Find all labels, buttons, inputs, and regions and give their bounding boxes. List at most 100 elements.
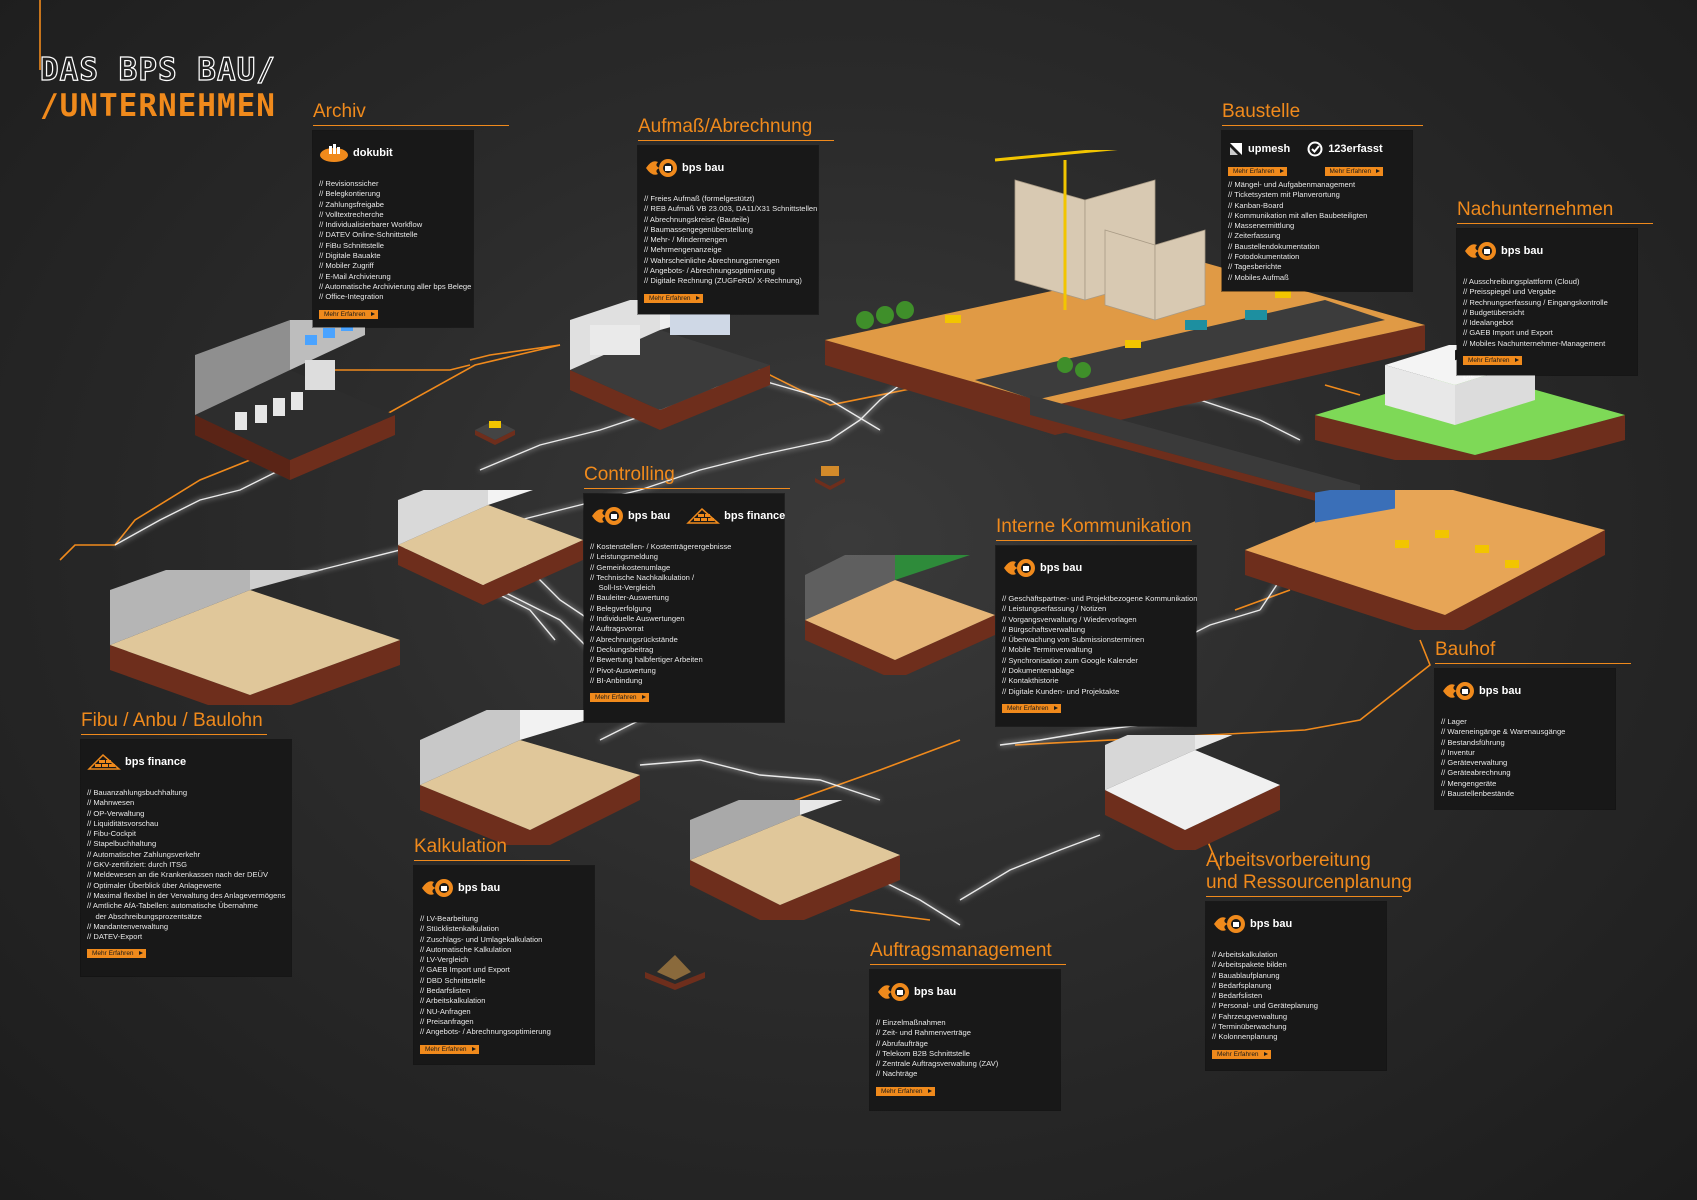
feature-item: // Office-Integration — [319, 292, 384, 302]
feature-item: // Automatische Archivierung aller bps B… — [319, 281, 472, 291]
bps-bau-logo: bps bau — [1212, 913, 1292, 935]
panel-body: bps bau // LV-Bearbeitung // Stücklisten… — [414, 866, 594, 1064]
aufmass-scene — [570, 300, 770, 430]
logo-row: dokubit — [313, 131, 473, 175]
feature-item: // LV-Bearbeitung — [420, 914, 479, 923]
feature-item: // Amtliche AfA-Tabellen: automatische Ü… — [87, 901, 258, 911]
feature-item: // Arbeitskalkulation — [420, 996, 486, 1006]
page-title: DAS BPS BAU/ /UNTERNEHMEN — [39, 51, 276, 124]
bps-finance-logo: bps finance — [87, 753, 186, 771]
feature-item: // Preisspiegel und Vergabe — [1463, 287, 1556, 297]
mehr-erfahren-button[interactable]: Mehr Erfahren — [420, 1044, 479, 1054]
feature-item: // Lager — [1441, 717, 1467, 726]
feature-item: // Baustellendokumentation — [1228, 241, 1320, 251]
feature-item: // Bedarfslisten — [420, 986, 471, 996]
panel-bauhof: Bauhof bps bau // Lager // Wareneingänge… — [1435, 639, 1631, 809]
feature-item: // Mengengeräte — [1441, 778, 1497, 788]
mehr-erfahren-button[interactable]: Mehr Erfahren — [1463, 356, 1522, 366]
panel-nachunternehmen: Nachunternehmen bps bau // Ausschreibung… — [1457, 199, 1653, 375]
feature-item: // Digitale Bauakte — [319, 251, 381, 261]
panel-title: Auftragsmanagement — [870, 940, 1066, 965]
feature-item: // GAEB Import und Export — [1463, 328, 1553, 338]
feature-item: // Vorgangsverwaltung / Wiedervorlagen — [1002, 614, 1137, 624]
feature-item: // Ausschreibungsplattform (Cloud) — [1463, 277, 1580, 286]
panel-title: Aufmaß/Abrechnung — [638, 116, 834, 141]
button-row: Mehr Erfahren Mehr Erfahren — [1222, 167, 1412, 176]
feature-list: // Einzelmaßnahmen // Zeit- und Rahmenve… — [870, 1018, 1060, 1080]
sand-island — [645, 955, 705, 990]
feature-item: // FiBu Schnittstelle — [319, 240, 384, 250]
feature-list: // Mängel- und Aufgabenmanagement // Tic… — [1222, 180, 1412, 283]
logo-row: upmesh 123erfasst — [1222, 131, 1412, 167]
feature-item: // Fotodokumentation — [1228, 252, 1300, 262]
feature-list: // Kostenstellen- / Kostenträgerergebnis… — [584, 542, 784, 686]
panel-baustelle: Baustelle upmesh 123erfasst Mehr Erfahre… — [1222, 101, 1423, 291]
link-line — [320, 364, 471, 371]
feature-item: // Kanban-Board — [1228, 200, 1284, 210]
feature-item: // Mobiles Nachunternehmer-Management — [1463, 338, 1606, 348]
link-line — [59, 344, 561, 561]
panel-body: bps bau // Geschäftspartner- und Projekt… — [996, 546, 1198, 726]
mehr-erfahren-button[interactable]: Mehr Erfahren — [644, 293, 703, 303]
excavator-island — [475, 420, 515, 445]
feature-item: // LV-Vergleich — [420, 955, 469, 965]
panel-body: bps bau // Ausschreibungsplattform (Clou… — [1457, 229, 1637, 375]
link-line — [1234, 589, 1291, 611]
feature-item: // Belegkontierung — [319, 189, 381, 199]
feature-item: // Digitale Kunden- und Projektakte — [1002, 686, 1120, 696]
bps-finance-bricks-icon — [87, 753, 121, 770]
logo-row: bps bau — [1206, 902, 1386, 946]
mehr-erfahren-button[interactable]: Mehr Erfahren — [590, 693, 649, 703]
feature-item: // GAEB Import und Export — [420, 965, 510, 975]
feature-item: // Mobile Terminverwaltung — [1002, 645, 1093, 655]
feature-item: // Leistungsmeldung — [590, 552, 658, 562]
link-line — [739, 359, 931, 406]
feature-list: // Freies Aufmaß (formelgestützt) // REB… — [638, 194, 818, 287]
panel-fibu: Fibu / Anbu / Baulohn bps finance // Bau… — [81, 710, 291, 976]
feature-item: // Meldewesen an die Krankenkassen nach … — [87, 870, 269, 880]
feature-item: // Nachträge — [876, 1069, 918, 1079]
feature-item: // Abrechnungsrückstände — [590, 634, 678, 644]
feature-item: // BI-Anbindung — [590, 675, 643, 685]
link-line — [849, 909, 931, 921]
feature-item: // Angebots- / Abrechnungsoptimierung — [644, 266, 775, 276]
bps-bau-logo: bps bau — [1002, 557, 1082, 579]
mehr-erfahren-button[interactable]: Mehr Erfahren — [1324, 167, 1384, 176]
feature-item: // Rechnungserfassung / Eingangskontroll… — [1463, 297, 1608, 307]
mehr-erfahren-button[interactable]: Mehr Erfahren — [319, 309, 378, 319]
title-line2: /UNTERNEHMEN — [40, 88, 276, 124]
panel-title: Nachunternehmen — [1457, 199, 1653, 224]
logo-row: bps bau — [996, 546, 1196, 590]
barrier-island — [815, 466, 845, 490]
panel-title: Kalkulation — [414, 836, 570, 861]
logo-row: bps bau — [1435, 669, 1615, 713]
feature-item: // Kommunikation mit allen Baubeteiligte… — [1228, 210, 1368, 220]
mehr-erfahren-button[interactable]: Mehr Erfahren — [1212, 1049, 1271, 1059]
feature-item: // Pivot-Auswertung — [590, 665, 656, 675]
gear-flame-icon — [1004, 559, 1035, 577]
feature-item: // Kolonnenplanung — [1212, 1032, 1278, 1042]
mehr-erfahren-button[interactable]: Mehr Erfahren — [876, 1086, 935, 1096]
feature-item: // Zentrale Auftragsverwaltung (ZAV) — [876, 1059, 999, 1069]
mehr-erfahren-button[interactable]: Mehr Erfahren — [1002, 703, 1061, 713]
bps-bau-logo: bps bau — [420, 877, 500, 899]
feature-item: // Baumassengegenüberstellung — [644, 224, 753, 234]
logo-row: bps bau — [870, 970, 1060, 1014]
feature-item: // Geschäftspartner- und Projektbezogene… — [1002, 594, 1198, 603]
feature-item: // Deckungsbeitrag — [590, 644, 654, 654]
feature-item: // DBD Schnittstelle — [420, 975, 486, 985]
interne-scene — [805, 555, 995, 675]
feature-item: // Mobiles Aufmaß — [1228, 272, 1289, 282]
feature-item: // Optimaler Überblick über Anlagewerte — [87, 880, 222, 890]
feature-item: // Wahrscheinliche Abrechnungsmengen — [644, 255, 780, 265]
mehr-erfahren-button[interactable]: Mehr Erfahren — [1228, 167, 1287, 176]
mehr-erfahren-button[interactable]: Mehr Erfahren — [87, 949, 146, 959]
panel-body: upmesh 123erfasst Mehr Erfahren Mehr Erf… — [1222, 131, 1412, 291]
bauhof-scene — [1245, 490, 1605, 630]
dokubit-cloud-icon — [320, 144, 348, 162]
gear-flame-icon — [1465, 242, 1496, 260]
feature-item: // Überwachung von Submissionsterminen — [1002, 635, 1145, 645]
upmesh-logo: upmesh — [1228, 141, 1290, 157]
feature-item: // Dokumentenablage — [1002, 666, 1075, 676]
